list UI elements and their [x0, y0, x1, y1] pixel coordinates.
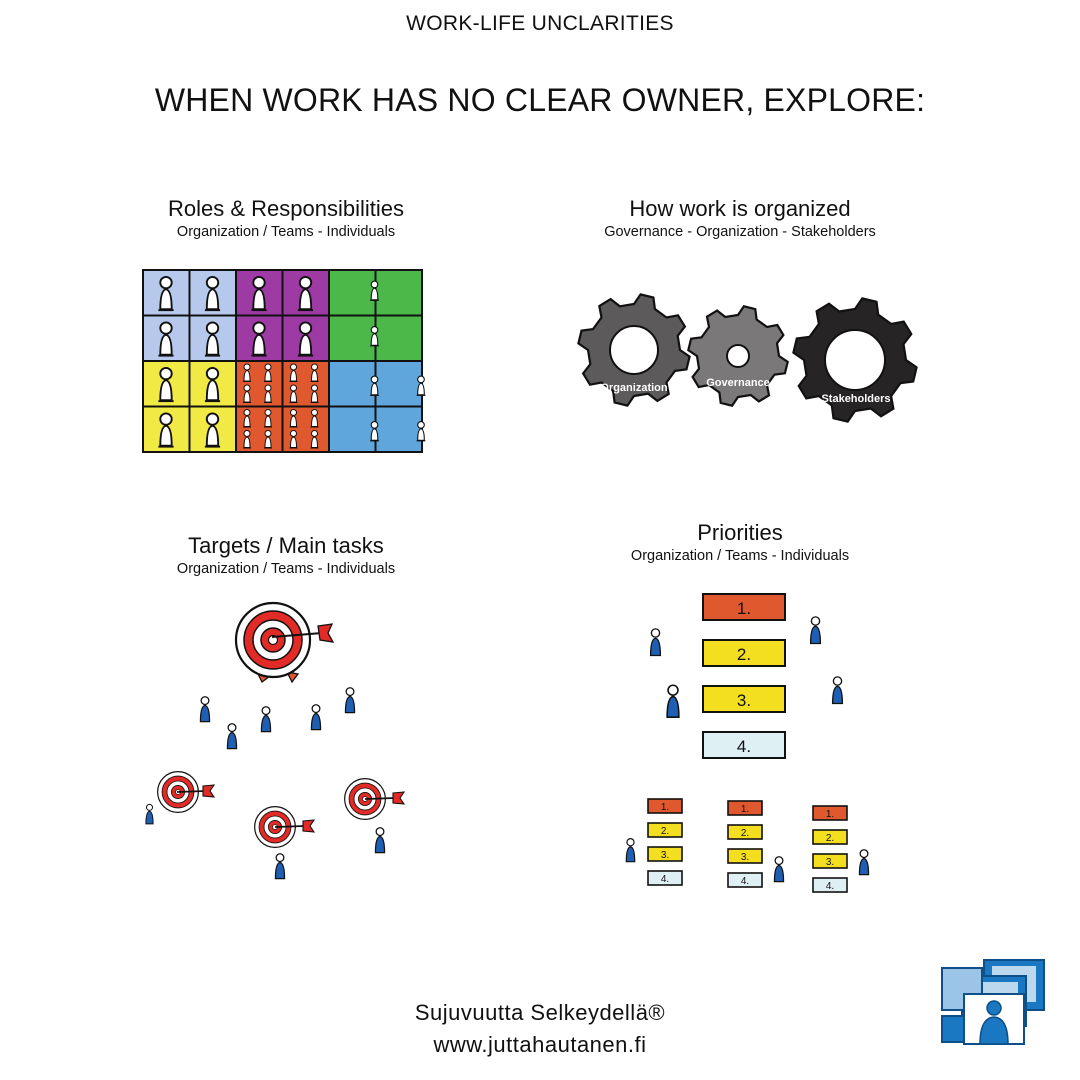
priority-bar-small	[812, 877, 848, 893]
priority-bar	[702, 639, 786, 667]
quadrant-subtitle: Organization / Teams - Individuals	[630, 548, 850, 564]
grid-cell	[281, 405, 330, 453]
targets-illustration	[145, 601, 406, 880]
priority-bar-label: 3.	[741, 852, 749, 863]
priority-bar-small	[812, 805, 848, 821]
person-icon	[374, 827, 386, 854]
grid-cell	[328, 360, 377, 408]
person-icon	[226, 723, 238, 750]
priority-bar	[702, 685, 786, 713]
priority-bar-label: 1.	[661, 802, 669, 813]
priority-bar-label: 4.	[741, 876, 749, 887]
gear-label-stakeholders: Stakeholders	[821, 393, 890, 405]
priority-bar	[702, 731, 786, 759]
priority-bar-small	[647, 870, 683, 886]
quadrant-subtitle: Governance - Organization - Stakeholders	[604, 224, 876, 240]
priority-bar-label: 2.	[661, 826, 669, 837]
quadrant-organized: How work is organized Governance - Organ…	[560, 196, 920, 240]
quadrant-title: Roles & Responsibilities	[168, 196, 404, 221]
person-icon	[809, 616, 822, 645]
grid-cell	[328, 405, 377, 453]
quadrant-roles: Roles & Responsibilities Organization / …	[136, 196, 436, 240]
grid-cell	[235, 405, 284, 453]
priority-bar-label: 1.	[741, 804, 749, 815]
gears-illustration: Organization Governance Stakeholders	[577, 293, 918, 423]
priority-bar-label: 2.	[737, 645, 751, 664]
gear-label-governance: Governance	[706, 377, 770, 389]
priority-bar-small	[727, 824, 763, 840]
priorities-illustration: 1. 2. 3. 4. 1. 2. 3. 4. 1. 2. 3. 4. 1. 2. 3. 4.	[625, 593, 870, 893]
quadrant-priorities: Priorities Organization / Teams - Indivi…	[590, 520, 890, 564]
small-target-icon	[254, 806, 316, 848]
grid-cell	[374, 405, 423, 453]
priority-bar-label: 4.	[661, 874, 669, 885]
priority-bar	[702, 593, 786, 621]
person-icon	[199, 696, 211, 723]
grid-cell	[235, 360, 284, 408]
priority-bar-label: 3.	[661, 850, 669, 861]
footer-url[interactable]: www.juttahautanen.fi	[433, 1032, 647, 1057]
priority-bar-label: 2.	[741, 828, 749, 839]
priority-bar-label: 4.	[826, 881, 834, 892]
brand-logo	[941, 959, 1045, 1045]
grid-cell	[374, 360, 423, 408]
footer-brand: Sujuvuutta Selkeydellä®	[414, 1000, 666, 1025]
person-icon	[666, 684, 680, 719]
quadrant-title: Targets / Main tasks	[188, 533, 384, 558]
quadrant-title: How work is organized	[629, 196, 851, 221]
priority-bar-label: 1.	[826, 809, 834, 820]
person-icon	[310, 704, 322, 731]
person-icon	[145, 803, 154, 825]
quadrant-title: Priorities	[697, 520, 783, 545]
person-icon	[831, 676, 844, 705]
gear-label-organization: Organization	[600, 382, 668, 394]
priority-bar-small	[647, 846, 683, 862]
person-icon	[773, 855, 785, 883]
priority-bar-label: 2.	[826, 833, 834, 844]
big-target-icon	[234, 601, 335, 684]
priority-bar-label: 3.	[826, 857, 834, 868]
grid-cell	[281, 360, 330, 408]
priority-bar-small	[647, 822, 683, 838]
person-icon	[625, 837, 636, 863]
priority-bar-small	[727, 800, 763, 816]
priority-bar-small	[647, 798, 683, 814]
priority-bar-small	[727, 872, 763, 888]
small-target-icon	[157, 771, 216, 813]
kicker-title: WORK-LIFE UNCLARITIES	[406, 12, 674, 35]
grid-cell	[328, 314, 377, 362]
person-icon	[649, 628, 662, 657]
roles-grid	[142, 269, 427, 453]
priority-bar-label: 1.	[737, 599, 751, 618]
quadrant-subtitle: Organization / Teams - Individuals	[176, 561, 396, 577]
person-icon	[274, 853, 286, 880]
priority-bar-small	[812, 853, 848, 869]
priority-bar-small	[727, 848, 763, 864]
grid-cell	[328, 269, 377, 317]
quadrant-targets: Targets / Main tasks Organization / Team…	[136, 533, 436, 577]
small-target-icon	[344, 778, 406, 820]
page-headline: WHEN WORK HAS NO CLEAR OWNER, EXPLORE:	[154, 82, 926, 118]
quadrant-subtitle: Organization / Teams - Individuals	[176, 224, 396, 240]
grid-cell	[374, 269, 423, 317]
person-icon	[260, 706, 272, 733]
priority-bar-label: 4.	[737, 737, 751, 756]
priority-bar-label: 3.	[737, 691, 751, 710]
person-icon	[344, 687, 356, 714]
priority-bar-small	[812, 829, 848, 845]
person-icon	[858, 849, 870, 876]
grid-cell	[374, 314, 423, 362]
